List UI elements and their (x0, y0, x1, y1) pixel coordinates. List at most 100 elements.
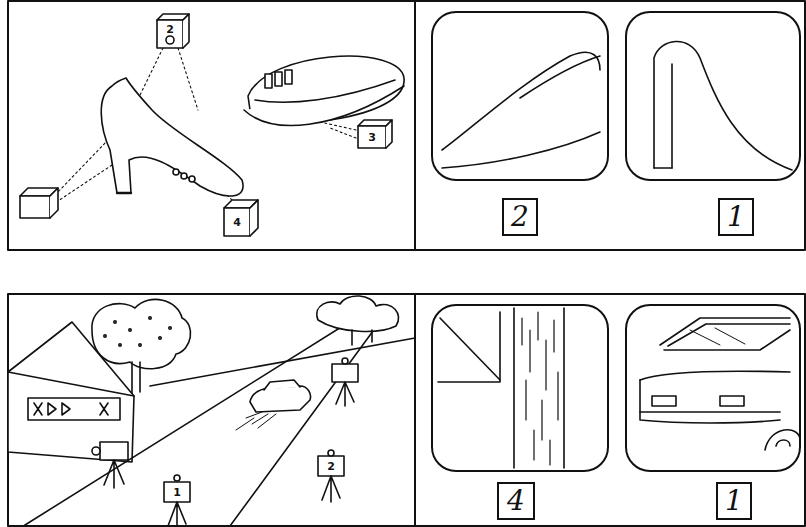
sneaker-shoe (285, 70, 292, 84)
high-heel-shoe (189, 176, 195, 182)
tripod-camera (318, 456, 344, 476)
sight-line (178, 48, 198, 110)
tree (159, 337, 161, 339)
monitor-view-heel (654, 167, 672, 169)
tree (169, 327, 171, 329)
monitor-view-car (720, 396, 744, 406)
tripod-camera (342, 358, 348, 364)
road (25, 314, 415, 526)
far-trees (352, 330, 372, 345)
high-heel-shoe (117, 192, 131, 194)
panel-frame (414, 294, 416, 526)
monitor-view-car (765, 430, 800, 450)
camera-box (358, 126, 386, 148)
sneaker-shoe (265, 74, 272, 88)
high-heel-shoe (181, 173, 187, 179)
monitor-view-car (652, 396, 676, 406)
tree (129, 329, 131, 331)
car (264, 380, 300, 390)
monitor-view-toe (520, 56, 600, 98)
road (25, 314, 362, 525)
monitor-view-heel (671, 64, 673, 168)
camera-box (50, 188, 58, 218)
monitor-view-car (640, 318, 800, 450)
monitor-view-house-tree (438, 312, 500, 382)
camera-box (157, 20, 183, 48)
monitor-view-toe (442, 52, 600, 150)
panel-frame (8, 294, 805, 526)
monitor-view-house-tree (440, 318, 500, 380)
camera-number: 1 (725, 487, 743, 515)
panel-frame (8, 1, 805, 250)
camera-number: 4 (233, 217, 241, 228)
house (28, 398, 120, 420)
sneaker-shoe (244, 56, 404, 125)
tripod-camera (328, 450, 334, 456)
camera-number: 2 (511, 203, 529, 231)
camera-number: 1 (727, 203, 745, 231)
far-trees (317, 296, 399, 331)
high-heel-shoe (101, 78, 243, 196)
road (150, 338, 415, 386)
tripod-camera (336, 382, 354, 406)
tree (139, 344, 141, 346)
camera-number: 4 (507, 487, 525, 515)
camera-box (20, 14, 392, 236)
monitor-view-toe (442, 52, 600, 168)
monitor-view-car (660, 318, 790, 345)
number-box: 2 (502, 198, 538, 236)
monitor-view-car (640, 371, 790, 380)
camera-box (250, 200, 258, 236)
monitor-frame (432, 12, 608, 180)
camera-number: 2 (327, 461, 335, 472)
tripod-camera (92, 358, 358, 526)
camera-box (183, 14, 189, 48)
house (8, 372, 134, 396)
house (8, 322, 134, 462)
panel-frame (414, 1, 416, 250)
high-heel-shoe (101, 78, 243, 196)
camera-number: 2 (166, 24, 174, 35)
camera-box (20, 196, 50, 218)
monitor-frame (626, 12, 800, 180)
number-box: 1 (716, 482, 752, 520)
sight-line (320, 122, 356, 130)
number-box: 4 (497, 482, 535, 520)
camera-box (224, 208, 250, 236)
monitor-view-car (664, 330, 790, 350)
tripod-camera (100, 442, 128, 460)
camera-number: 3 (368, 132, 376, 143)
sight-line (52, 165, 112, 205)
house (34, 403, 108, 415)
panel-frame (8, 1, 805, 526)
tree (114, 321, 116, 323)
monitor-view-car (776, 440, 790, 446)
number-box: 1 (718, 198, 754, 236)
camera-box (166, 36, 174, 44)
high-heel-shoe (173, 169, 179, 175)
monitor-view-house-tree (438, 308, 564, 468)
tripod-camera (174, 475, 180, 481)
sight-line (55, 140, 108, 195)
monitor-view-heel (654, 41, 792, 170)
monitor-frame (432, 305, 608, 471)
monitor-frame (432, 12, 800, 180)
tree (104, 335, 106, 337)
tripod-camera (104, 460, 124, 488)
tripod-camera (92, 447, 100, 455)
monitor-view-car (640, 411, 780, 413)
tree (119, 344, 121, 346)
tree (92, 299, 191, 368)
monitor-frame (626, 305, 800, 471)
tripod-camera (164, 482, 190, 502)
monitor-view-car (690, 328, 745, 345)
house (8, 322, 134, 462)
monitor-frame (432, 305, 800, 471)
tripod-camera (322, 476, 340, 502)
monitor-view-house-tree (514, 308, 564, 468)
tree (132, 362, 140, 395)
car (236, 380, 311, 430)
camera-number: 1 (173, 487, 181, 498)
